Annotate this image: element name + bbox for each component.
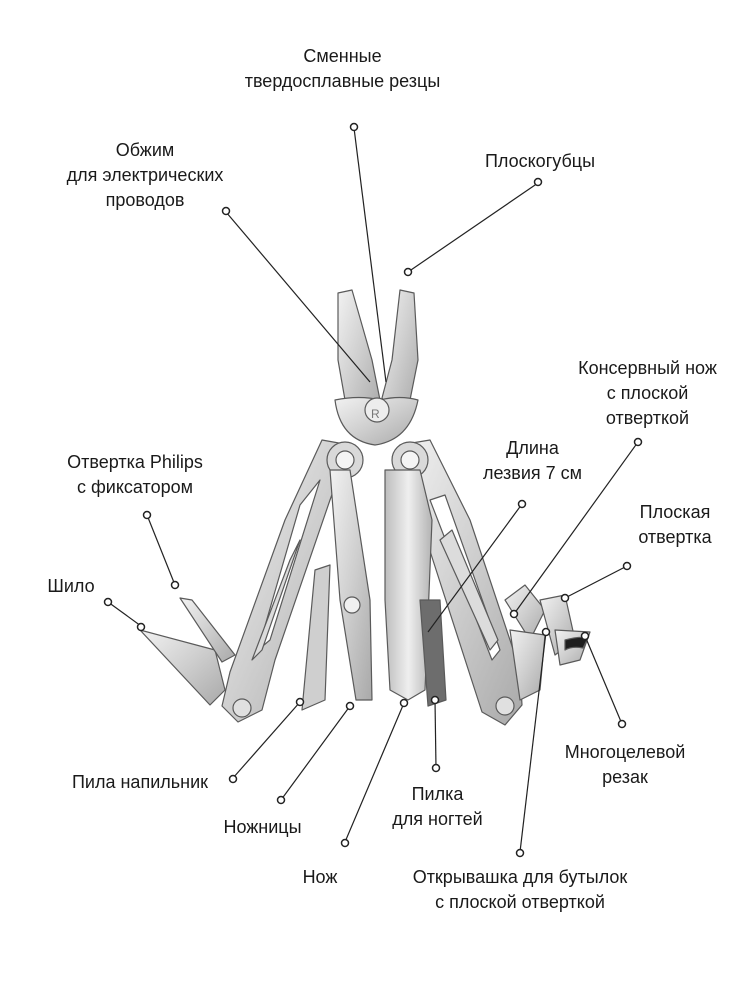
- label-nail-file: Пилка для ногтей: [392, 784, 483, 829]
- label-awl: Шило: [47, 576, 95, 596]
- brand-logo: R: [371, 407, 380, 421]
- scissors: [329, 469, 373, 701]
- philips-screwdriver: [179, 597, 236, 663]
- label-multi-cutter: Многоцелевой резак: [564, 742, 686, 787]
- label-philips-screwdriver: Отвертка Philips с фиксатором: [67, 452, 203, 497]
- label-scissors: Ножницы: [223, 817, 302, 837]
- label-knife: Нож: [302, 867, 338, 887]
- awl: [139, 629, 226, 706]
- label-can-opener: Консервный нож с плоской отверткой: [578, 358, 717, 428]
- label-flat-screwdriver: Плоская отвертка: [638, 502, 712, 547]
- nail-file: [419, 599, 447, 707]
- label-blade-length: Длина лезвия 7 см: [482, 438, 583, 483]
- label-pliers: Плоскогубцы: [484, 151, 596, 171]
- knife-blade: [384, 469, 433, 701]
- label-crimper: Обжим для электрических проводов: [66, 140, 224, 210]
- pliers-jaw-right: [381, 289, 419, 413]
- label-carbide-cutters: Сменные твердосплавные резцы: [244, 46, 441, 91]
- label-bottle-opener: Открывашка для бутылок с плоской отвертк…: [412, 867, 628, 912]
- bottle-opener: [509, 629, 546, 701]
- saw-file: [301, 564, 331, 711]
- label-saw-file: Пила напильник: [71, 772, 208, 792]
